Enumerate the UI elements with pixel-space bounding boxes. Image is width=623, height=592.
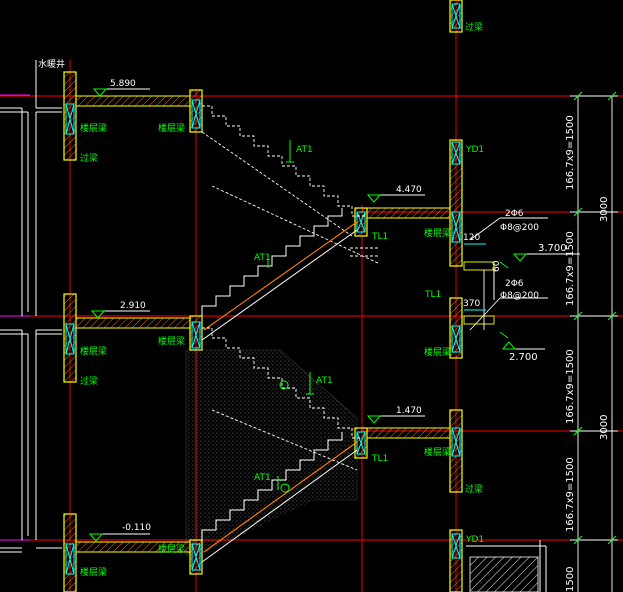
bar-c8-200-a: Φ8@200 bbox=[500, 223, 539, 233]
level-5890: 5.890 bbox=[110, 79, 136, 89]
dim-steps-2: 166.7x9=1500 bbox=[565, 231, 576, 306]
dim-steps-1: 166.7x9=1500 bbox=[565, 115, 576, 190]
over-beam-label-3: 过梁 bbox=[465, 21, 483, 33]
level-minus110: -0.110 bbox=[122, 523, 151, 533]
landing-beam-label-4: 楼层梁 bbox=[158, 335, 185, 347]
num-60: 60 bbox=[492, 260, 502, 272]
level-markers bbox=[88, 88, 580, 542]
bar-2c6-a: 2Φ6 bbox=[505, 209, 524, 219]
landing-beam-label-3: 楼层梁 bbox=[80, 345, 107, 357]
dimension-ticks bbox=[573, 91, 617, 545]
dimension-chain bbox=[570, 95, 618, 592]
landing-slabs bbox=[75, 95, 451, 553]
dim-steps-5: 1500 bbox=[565, 567, 576, 592]
dim-370: 370 bbox=[463, 299, 480, 309]
dim-steps-4: 166.7x9=1500 bbox=[565, 457, 576, 532]
dim-steps-3: 166.7x9=1500 bbox=[565, 349, 576, 424]
left-walls bbox=[0, 60, 62, 553]
tl1-label-2: TL1 bbox=[424, 290, 441, 300]
hatched-wall-block bbox=[469, 556, 539, 592]
landing-beam-label-7: 楼层梁 bbox=[424, 227, 451, 239]
at1-label-4: AT1 bbox=[254, 473, 271, 483]
upper-flight-hidden-steps bbox=[201, 105, 381, 265]
slab-edge-marks bbox=[0, 94, 30, 541]
over-beam-label-1: 过梁 bbox=[80, 152, 98, 164]
at1-label-1: AT1 bbox=[296, 145, 313, 155]
landing-beam-label-5: 楼层梁 bbox=[80, 566, 107, 578]
level-2910: 2.910 bbox=[120, 301, 146, 311]
lower-flight-steps bbox=[201, 432, 358, 563]
dim-3000-a: 3000 bbox=[599, 197, 610, 222]
level-1470: 1.470 bbox=[396, 406, 422, 416]
landing-beam-label-2: 楼层梁 bbox=[158, 122, 185, 134]
at1-section-markers bbox=[267, 140, 314, 493]
at1-label-3: AT1 bbox=[316, 376, 333, 386]
yd1-label-2: YD1 bbox=[465, 535, 484, 545]
landing-beam-label-1: 楼层梁 bbox=[80, 122, 107, 134]
rebar-callouts bbox=[463, 217, 548, 339]
upper-flight-steps bbox=[201, 208, 358, 341]
column-marks bbox=[65, 3, 461, 575]
shaft-label: 水暖井 bbox=[38, 58, 65, 70]
bar-2c6-b: 2Φ6 bbox=[505, 279, 524, 289]
dim-120: 120 bbox=[463, 233, 480, 243]
at1-label-2: AT1 bbox=[254, 253, 271, 263]
bar-c8-200-b: Φ8@200 bbox=[500, 291, 539, 301]
tl1-label-1: TL1 bbox=[371, 232, 388, 242]
level-3700: 3.700 bbox=[538, 243, 567, 254]
level-2700: 2.700 bbox=[509, 352, 538, 363]
yd1-label-1: YD1 bbox=[465, 145, 484, 155]
landing-beam-label-9: 楼层梁 bbox=[424, 446, 451, 458]
over-beam-label-4: 过梁 bbox=[465, 483, 483, 495]
level-4470: 4.470 bbox=[396, 185, 422, 195]
landing-beam-label-8: 楼层梁 bbox=[424, 346, 451, 358]
dim-3000-b: 3000 bbox=[599, 415, 610, 440]
tl1-label-3: TL1 bbox=[371, 454, 388, 464]
landing-beam-label-6: 楼层梁 bbox=[158, 543, 185, 555]
drawing-text: 水暖井 5.890 4.470 2.910 1.470 -0.110 3.700… bbox=[38, 21, 610, 592]
over-beam-label-2: 过梁 bbox=[80, 375, 98, 387]
